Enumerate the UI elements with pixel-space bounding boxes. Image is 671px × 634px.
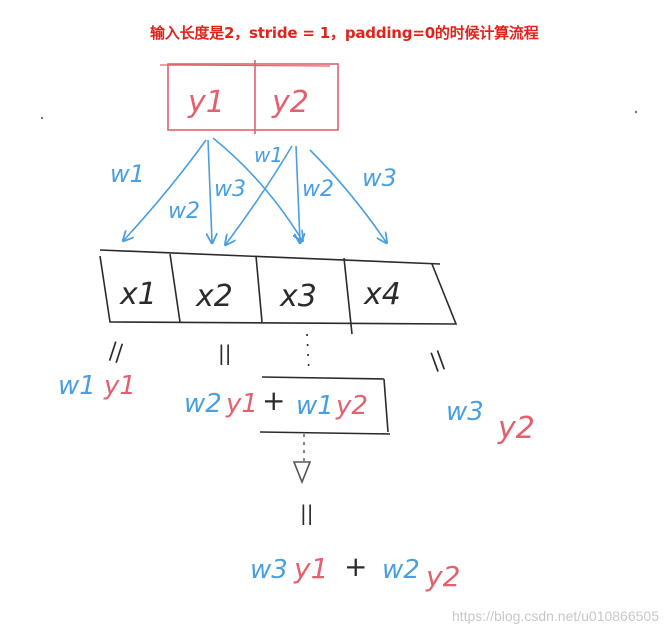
arrow-y2-x2 bbox=[226, 145, 293, 244]
term-x3: w3 y1 + w2 y2 bbox=[250, 550, 460, 593]
label-y2-w3: w3 bbox=[362, 164, 397, 192]
output-top-line bbox=[99, 249, 441, 265]
term-x1-y: y1 bbox=[103, 371, 136, 401]
equals-x4: || bbox=[427, 346, 448, 373]
term-x2-right bbox=[383, 378, 389, 433]
term-x2-plus: + bbox=[262, 384, 285, 417]
arrows-from-y1: w1 w2 w3 bbox=[110, 137, 302, 242]
label-y2-w2: w2 bbox=[302, 177, 334, 202]
watermark: https://blog.csdn.net/u010866505 bbox=[451, 608, 659, 624]
term-x3-y1: y1 bbox=[293, 552, 328, 585]
term-x2-top bbox=[261, 376, 385, 380]
term-x2-y2: y2 bbox=[335, 391, 368, 421]
term-x4-w: w3 bbox=[446, 397, 484, 427]
term-x2-w1: w1 bbox=[296, 391, 334, 421]
label-y1-w3: w3 bbox=[214, 177, 246, 202]
input-box-top-stroke bbox=[159, 64, 331, 67]
arrow-y2-x3 bbox=[296, 145, 300, 242]
output-divider-1 bbox=[169, 253, 181, 323]
output-divider-3 bbox=[343, 257, 353, 335]
term-x4-y: y2 bbox=[497, 411, 535, 446]
output-cell-x1: x1 bbox=[119, 277, 157, 312]
equals-x3: || bbox=[300, 501, 313, 525]
input-box bbox=[167, 63, 339, 131]
term-x4: w3 y2 bbox=[446, 397, 535, 446]
label-y1-w2: w2 bbox=[168, 199, 200, 224]
input-row: y1 y2 bbox=[159, 60, 339, 134]
label-y2-w1: w1 bbox=[254, 143, 283, 167]
dotted-x3 bbox=[306, 333, 310, 373]
input-cell-y1: y1 bbox=[187, 85, 225, 120]
output-box-outline bbox=[99, 255, 458, 325]
equals-x1: || bbox=[106, 337, 126, 364]
term-x2-bottom bbox=[259, 431, 391, 435]
term-x2: w2 y1 + w1 y2 bbox=[184, 376, 391, 435]
stray-dot bbox=[634, 110, 638, 114]
term-x3-plus: + bbox=[344, 550, 367, 583]
arrow-y1-x2 bbox=[208, 139, 212, 242]
output-cell-x4: x4 bbox=[363, 277, 401, 312]
arrows-from-y2: w1 w2 w3 bbox=[226, 143, 397, 244]
title-banner: 输入长度是2，stride = 1，padding=0的时候计算流程 bbox=[150, 24, 539, 42]
term-x2-w2: w2 bbox=[184, 389, 222, 419]
term-x2-y1: y1 bbox=[225, 389, 258, 419]
output-divider-2 bbox=[255, 255, 263, 323]
arrow-y1-x1 bbox=[124, 139, 207, 240]
term-x3-w3: w3 bbox=[250, 555, 288, 585]
arrow-down-head bbox=[292, 461, 312, 485]
input-cell-y2: y2 bbox=[271, 85, 309, 120]
output-row: x1 x2 x3 x4 bbox=[99, 249, 458, 335]
equals-x2: || bbox=[218, 341, 231, 365]
label-y1-w1: w1 bbox=[110, 160, 145, 188]
term-x3-y2: y2 bbox=[425, 560, 460, 593]
output-cell-x2: x2 bbox=[195, 279, 233, 314]
term-x1: w1 y1 bbox=[58, 371, 136, 401]
arrow-y2-x4 bbox=[309, 149, 386, 242]
term-x3-w2: w2 bbox=[382, 555, 420, 585]
stray-dot bbox=[40, 116, 44, 120]
output-cell-x3: x3 bbox=[279, 279, 317, 314]
arrow-y1-x3 bbox=[212, 137, 302, 240]
term-x1-w: w1 bbox=[58, 371, 96, 401]
